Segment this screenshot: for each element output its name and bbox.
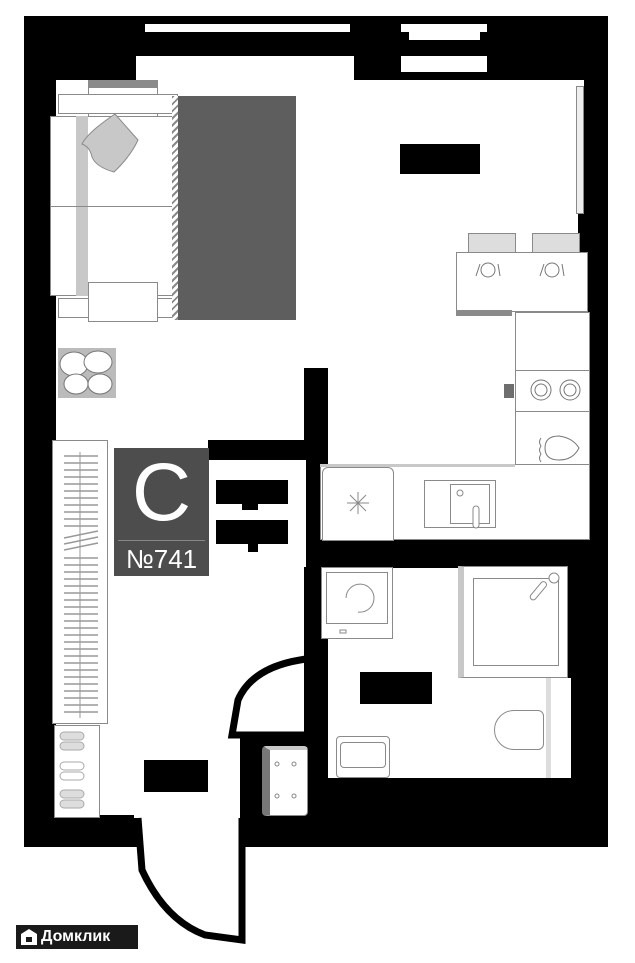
brand-name: Домклик xyxy=(41,928,111,945)
cabinet-dots-icon xyxy=(274,761,297,799)
plant-icon xyxy=(58,348,116,398)
pillow-icon xyxy=(81,113,139,173)
washer-drum-icon xyxy=(339,583,375,634)
entrance-opening xyxy=(138,818,240,847)
rug xyxy=(176,96,296,320)
dining-table xyxy=(456,252,588,312)
cooktop xyxy=(515,370,590,412)
oven-hood-icon xyxy=(539,435,580,463)
unit-class-letter: C xyxy=(131,447,192,538)
chair xyxy=(468,233,516,253)
top-window-right xyxy=(401,24,487,32)
kitchen-bottom-wall xyxy=(304,540,608,568)
domclick-logo-icon xyxy=(21,929,37,945)
toilet xyxy=(494,710,544,750)
right-window xyxy=(576,86,584,214)
shower-head-icon xyxy=(529,572,560,601)
unit-badge: C №741 xyxy=(114,448,209,576)
entry-cabinet xyxy=(262,746,308,816)
burner-icon xyxy=(530,379,581,401)
place-setting-icon xyxy=(475,262,565,278)
faucet-icon xyxy=(456,489,480,529)
chair xyxy=(532,233,580,253)
unit-number: №741 xyxy=(125,544,198,574)
watermark: Домклик xyxy=(16,925,138,949)
shoes-icon xyxy=(59,731,85,809)
top-window xyxy=(145,24,350,32)
bottom-wall xyxy=(24,815,134,847)
refrigerator-icon xyxy=(347,492,369,514)
hangers-icon xyxy=(63,452,99,718)
